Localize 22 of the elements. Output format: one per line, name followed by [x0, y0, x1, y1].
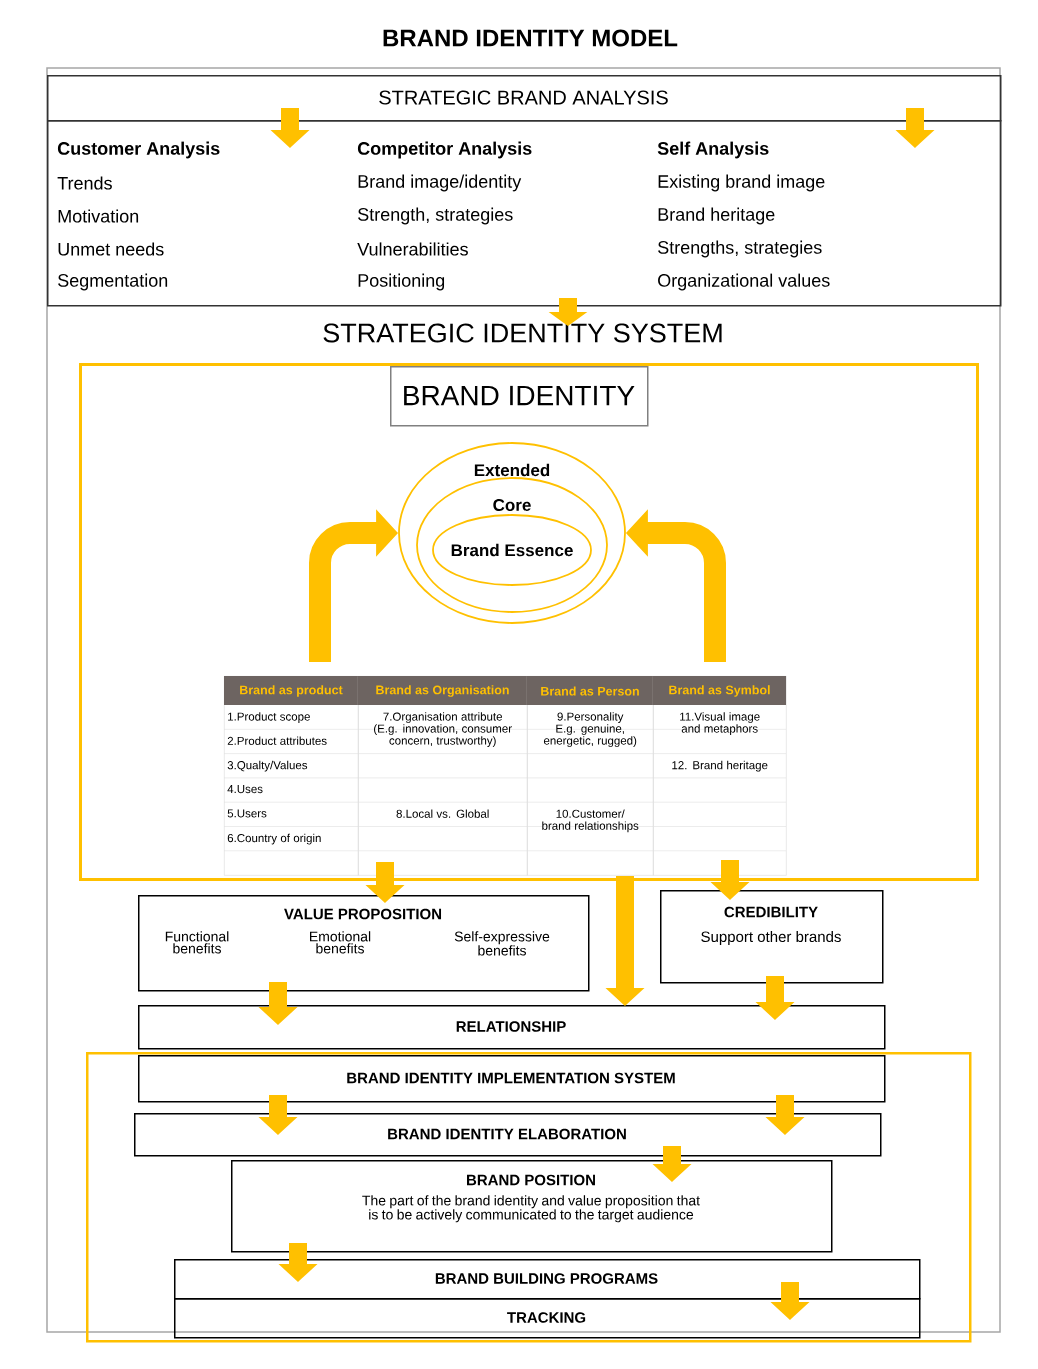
position-box: BRAND POSITION The part of the brand identity and value proposition that is to be actively communicated to the target audience [231, 1160, 833, 1253]
title-box: BRAND IDENTITY [390, 366, 649, 427]
analysis-panel [47, 120, 1002, 307]
text-column: Competitor Analysis Brand image/identity Strength, strategies Vulnerabilities Positioning [357, 141, 532, 291]
header-bar: STRATEGIC BRAND ANALYSIS [47, 75, 1002, 122]
credibility-box: CREDIBILITY Support other brands [660, 890, 884, 984]
table-column: Brand as product 1.Product scope 2.Product attributes 3.Qualty/Values 4.Uses 5.Users 6.Country of origin [223, 676, 359, 876]
stage-bar: BRAND IDENTITY ELABORATION [134, 1113, 882, 1157]
text-column: Self Analysis Existing brand image Brand heritage Strengths, strategies Organizational values [657, 141, 830, 291]
table-column: Brand as Person 9.Personality E.g. genuine, energetic, rugged) 10.Customer/ brand relationships [526, 676, 654, 876]
stage-bar: BRAND BUILDING PROGRAMS [174, 1259, 921, 1300]
system-frame [79, 363, 979, 881]
stage-bar: TRACKING [174, 1298, 921, 1339]
stage-bar: BRAND IDENTITY IMPLEMENTATION SYSTEM [138, 1055, 886, 1103]
table-column: Brand as Organisation 7.Organisation attribute (E.g. innovation, consumer concern, trustworthy) 8.Local vs. Global [357, 676, 528, 876]
value-box: VALUE PROPOSITION Functional benefits Emotional benefits Self-expressive benefits [138, 895, 590, 992]
title: BRAND IDENTITY MODEL [383, 29, 678, 47]
stage-bar: RELATIONSHIP [138, 1005, 886, 1050]
group-frame [86, 1052, 972, 1343]
section-heading: STRATEGIC IDENTITY SYSTEM [323, 323, 722, 343]
table-column: Brand as Symbol 11.Visual image and metaphors 12. Brand heritage [652, 676, 787, 876]
text-column: Customer Analysis Trends Motivation Unmet needs Segmentation [57, 141, 220, 291]
